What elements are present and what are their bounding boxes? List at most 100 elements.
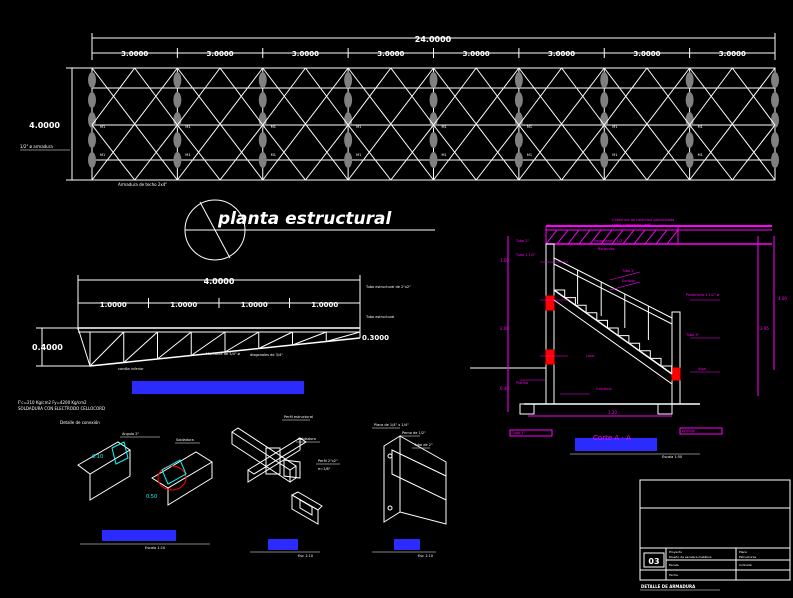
truss-diagonal (190, 331, 226, 356)
purlin-marker (344, 112, 353, 128)
truss-overall-dim-text: 4.0000 (204, 277, 235, 286)
bracing-diagonal (731, 67, 776, 126)
leader-line (609, 271, 641, 281)
section-left-note: Tubo 1" (511, 431, 526, 435)
purlin-marker (258, 152, 267, 168)
member-tag: M1 (271, 153, 276, 157)
purlin-marker (258, 132, 267, 148)
left-note: 1/2" ø armadura (20, 144, 53, 149)
bracing-diagonal (390, 67, 434, 126)
purlin-marker (173, 132, 182, 148)
section-right-note: Pasamano 1 1/2" ø (686, 293, 720, 297)
bracing-diagonal (646, 67, 691, 126)
detail-highlight-circle (157, 465, 187, 491)
purlin-marker (429, 152, 438, 168)
section-right-note: Viga (698, 367, 706, 371)
truss-diagonal (292, 331, 327, 346)
drawing-name: Estructuras (739, 555, 757, 559)
plan-title: planta estructural (217, 209, 393, 229)
member-tag: M1 (271, 125, 276, 129)
purlin-marker (258, 112, 267, 128)
stair-stringer (553, 289, 673, 375)
bracing-diagonal (518, 124, 562, 181)
purlin-marker (88, 152, 96, 168)
purlin-marker (344, 72, 353, 88)
truss-elevation (36, 275, 361, 367)
truss-panel-dim-text: 1.0000 (311, 301, 338, 309)
d3-note-2: Perno de 1/2" (402, 431, 426, 435)
bracing-diagonal (603, 67, 648, 126)
purlin-marker (514, 112, 523, 128)
bracing-diagonal (646, 124, 691, 181)
spec-line-1: F'c=210 Kg/cm2 Fy=4200 Kg/cm2 (18, 400, 87, 405)
d1-note-4: 0.50 (146, 494, 157, 500)
member-tag: M1 (356, 125, 361, 129)
roof-truss-diagonal (622, 229, 635, 245)
spec-line-2: SOLDADURA CON ELECTRODO CELLOCORD (18, 406, 105, 411)
member-tag: M1 (612, 125, 617, 129)
d2-note-1: Perfil estructural (284, 415, 313, 419)
section-left-note: Anclaje (682, 429, 695, 433)
bracing-diagonal (518, 67, 562, 126)
d1-note-1: Ángulo 2" (122, 431, 140, 436)
purlin-marker (514, 152, 523, 168)
bracing-diagonal (433, 67, 477, 126)
bracing-diagonal (433, 124, 477, 181)
bracing-diagonal (262, 67, 306, 126)
d2-note-4: e=1/8" (318, 467, 331, 471)
truss-note-right: Tubo estructural (365, 315, 394, 319)
handrail (553, 257, 673, 319)
purlin-marker (88, 132, 96, 148)
purlin-marker (600, 92, 609, 108)
purlin-marker (429, 132, 438, 148)
structural-plan (66, 33, 779, 181)
member-tag: M1 (185, 153, 190, 157)
bracing-diagonal (603, 124, 648, 181)
truss-note-mid: diagonales de 3/4" (250, 353, 283, 357)
date-label: Fecha (669, 573, 678, 577)
detail-2-scale: Esc 1:10 (298, 554, 313, 558)
bracing-diagonal (475, 67, 520, 126)
leader-line (609, 281, 641, 291)
purlin-marker (173, 152, 182, 168)
bracing-diagonal (134, 124, 178, 181)
bracing-diagonal (689, 67, 776, 181)
section-left-note: Tubo 2" (515, 239, 530, 243)
bracing-diagonal (689, 67, 733, 126)
purlin-marker (173, 92, 182, 108)
purlin-marker (258, 72, 267, 88)
bracing-diagonal (603, 67, 691, 181)
stair-step (564, 297, 576, 306)
detail-2-title-bar (268, 539, 298, 550)
stair-step (554, 289, 566, 298)
detail-2-cross-connection (231, 419, 340, 525)
section-right-note: Columna (596, 387, 612, 391)
bracing-diagonal (176, 124, 221, 181)
truss-panel-dim-text: 1.0000 (170, 301, 197, 309)
bracing-diagonal (347, 67, 434, 181)
purlin-marker (429, 112, 438, 128)
scale-value: Indicada (739, 563, 752, 567)
member-tag: M1 (698, 125, 703, 129)
bracing-diagonal (134, 67, 178, 126)
stair-step (618, 335, 630, 344)
member-tag: M1 (100, 125, 105, 129)
member-tag: M1 (185, 125, 190, 129)
section-mid-note: Pasamano 1 1/2" (594, 239, 624, 243)
roof-truss-diagonal (567, 229, 580, 245)
bracing-diagonal (305, 67, 349, 126)
weld-mark (111, 441, 129, 465)
stair-step (661, 365, 673, 374)
purlin-marker (258, 92, 267, 108)
d3-note-3: Tubo de 2" (413, 443, 433, 447)
member-tag: M1 (100, 153, 105, 157)
section-dim-text: 1.20 (608, 410, 617, 415)
truss-diagonal (123, 331, 158, 363)
truss-title-bar (132, 381, 304, 394)
purlin-marker (600, 72, 609, 88)
truss-diagonal (89, 331, 125, 367)
truss-diagonal (258, 331, 293, 349)
